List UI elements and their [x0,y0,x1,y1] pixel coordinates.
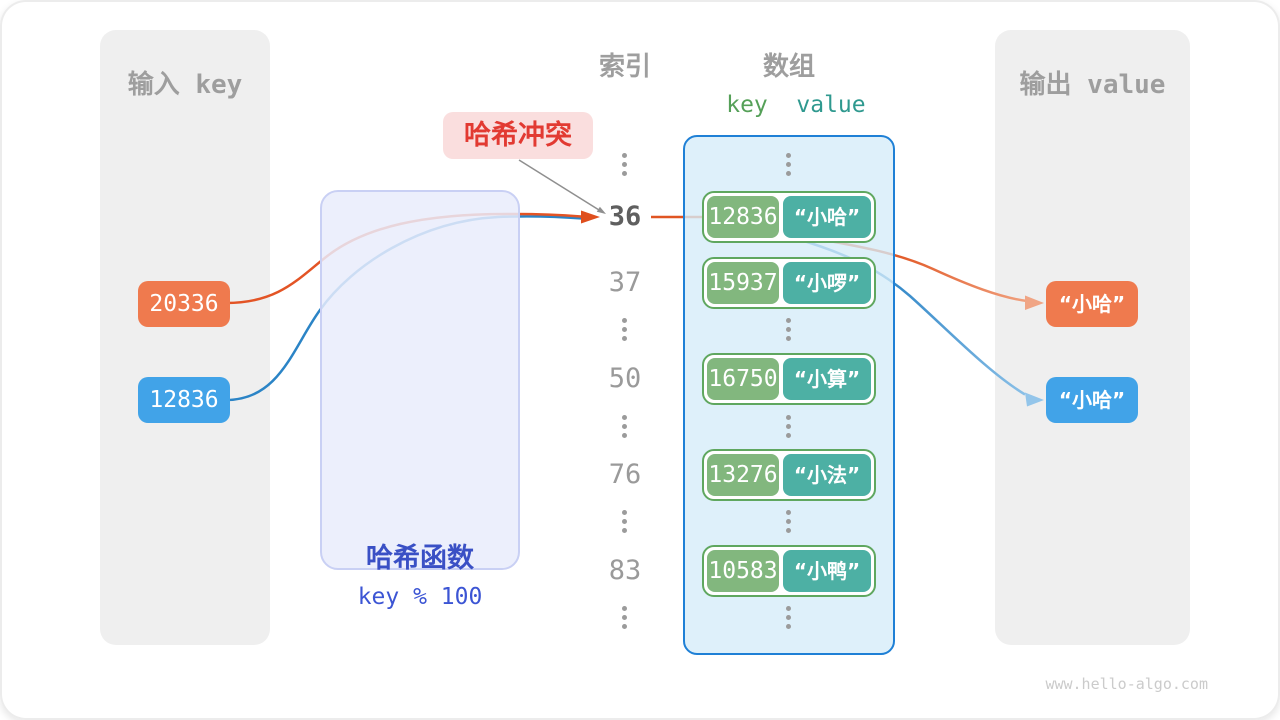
bucket-value: “小法” [783,454,871,496]
index-cell-83: 83 [608,555,642,586]
hash-result-arrowhead [581,210,600,224]
index-cell-50: 50 [608,363,642,394]
ellipsis-icon [786,318,791,341]
bucket-key: 15937 [707,262,779,304]
bucket-value: “小哈” [783,196,871,238]
index-cell-76: 76 [608,459,642,490]
bucket-key: 13276 [707,454,779,496]
blue-output-arrowhead [1025,392,1044,407]
index-cell-37: 37 [608,267,642,298]
bucket-value: “小啰” [783,262,871,304]
ellipsis-icon [622,415,627,438]
bucket-value: “小算” [783,358,871,400]
collision-pointer-line [518,159,600,211]
output-value-chip-blue: “小哈” [1046,377,1138,423]
input-key-chip-20336: 20336 [138,281,230,327]
bucket-value: “小鸭” [783,550,871,592]
ellipsis-icon [786,415,791,438]
input-panel-title: 输入 key [127,70,243,100]
ellipsis-icon [622,606,627,629]
output-panel: 输出 value [995,30,1190,645]
bucket-row: 16750 “小算” [702,353,876,405]
bucket-row: 12836 “小哈” [702,191,876,243]
bucket-row: 10583 “小鸭” [702,545,876,597]
ellipsis-icon [622,510,627,533]
array-key-header: key [726,92,768,118]
hash-function-formula: key % 100 [357,584,483,610]
ellipsis-icon [786,153,791,176]
ellipsis-icon [622,153,627,176]
ellipsis-icon [622,318,627,341]
ellipsis-icon [786,606,791,629]
bucket-key: 10583 [707,550,779,592]
hash-function-title: 哈希函数 [366,543,474,574]
orange-output-arrowhead [1025,295,1044,310]
output-panel-title: 输出 value [1019,70,1166,100]
ellipsis-icon [786,510,791,533]
bucket-key: 16750 [707,358,779,400]
bucket-key: 12836 [707,196,779,238]
bucket-row: 15937 “小啰” [702,257,876,309]
collision-pointer-arrowhead [596,206,606,214]
hash-collision-label: 哈希冲突 [443,112,593,159]
input-panel: 输入 key [100,30,270,645]
array-value-header: value [796,92,866,118]
output-value-chip-orange: “小哈” [1046,281,1138,327]
bucket-row: 13276 “小法” [702,449,876,501]
index-column-title: 索引 [598,52,651,82]
hash-function-box: 哈希函数 key % 100 [320,190,520,610]
index-cell-36: 36 [608,201,642,232]
array-column-title: 数组 [762,52,815,82]
site-watermark: www.hello-algo.com [1045,675,1208,693]
input-key-chip-12836: 12836 [138,377,230,423]
